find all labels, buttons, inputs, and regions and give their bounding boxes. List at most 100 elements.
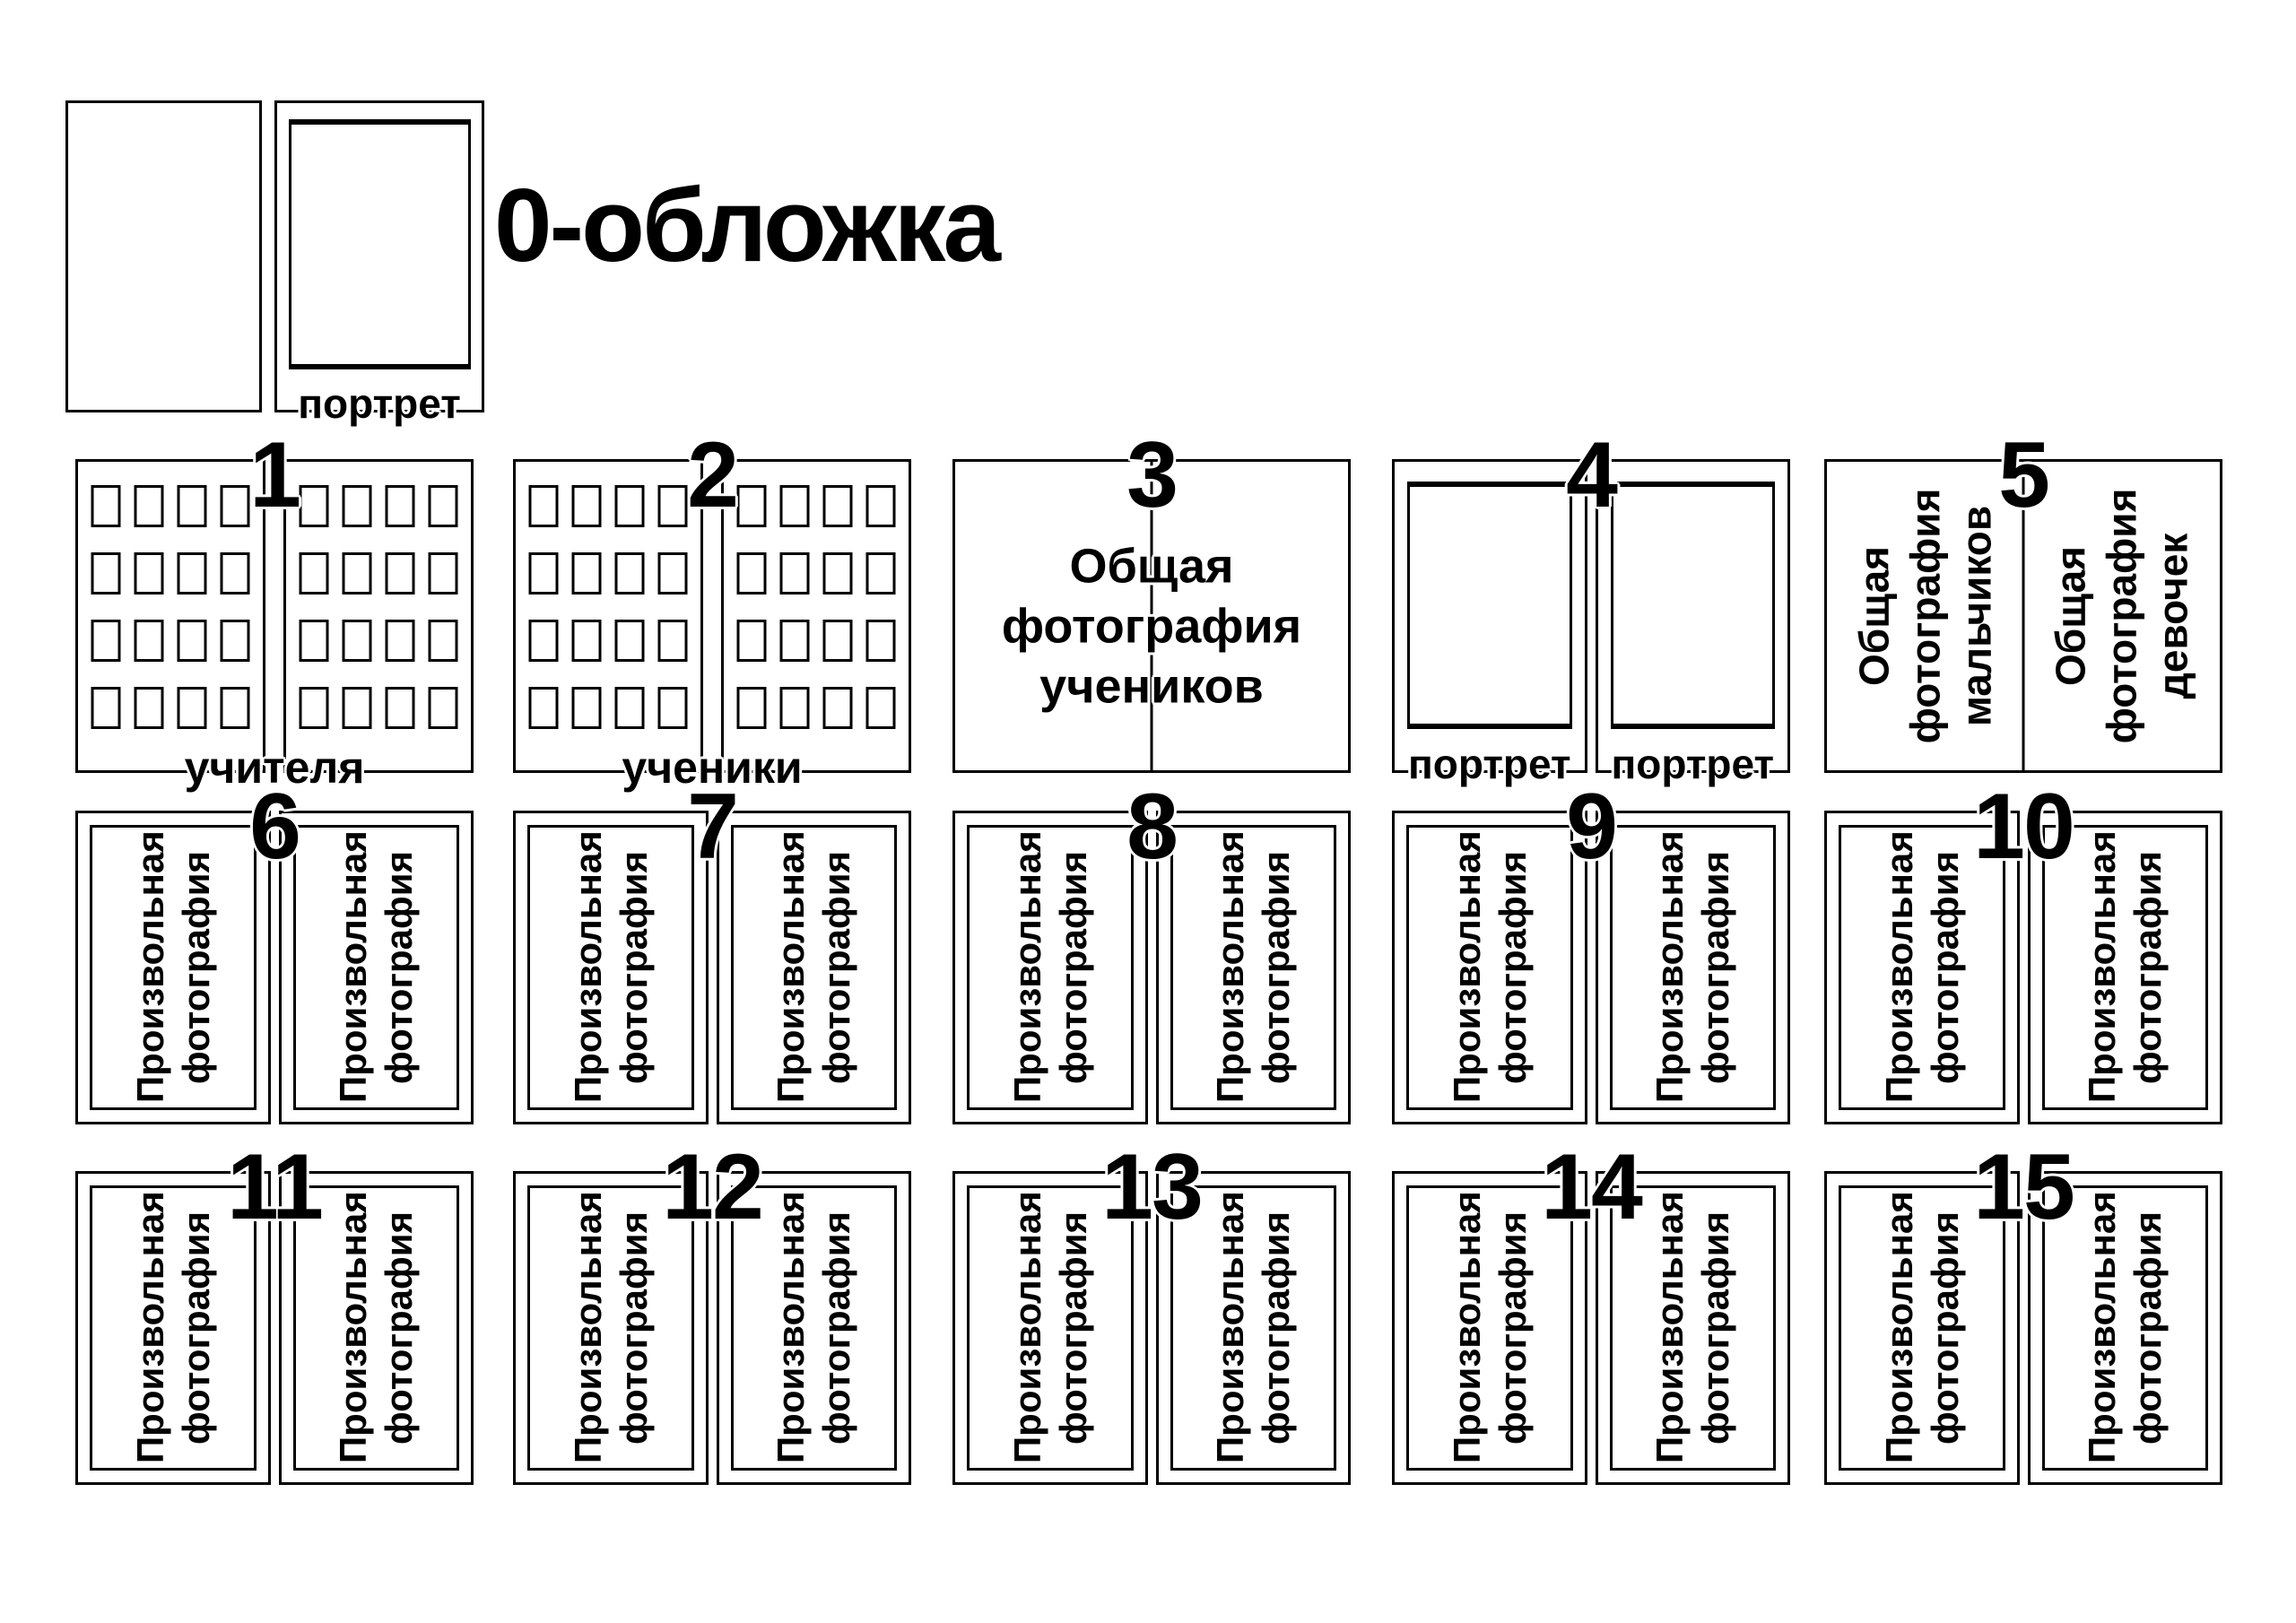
portrait-slot [385,620,415,662]
photo-label: Произвольная фотография [128,830,217,1103]
photo-frame: Произвольная фотография [1609,1185,1776,1471]
photo-label: Произвольная фотография [332,830,421,1103]
spread-book: портрет портрет [1392,459,1790,785]
photo-frame: Произвольная фотография [527,825,694,1110]
photo-frame: Произвольная фотография [730,825,897,1110]
portrait-caption: портрет [1611,741,1774,787]
spread-caption: ученики [622,742,803,793]
portrait-slot [91,620,121,662]
spread-book [513,459,911,773]
cover-title: 0-обложка [494,167,1001,283]
page-right: Произвольная фотография [1595,811,1790,1124]
page-right: Произвольная фотография [716,1171,911,1485]
portrait-slot [177,485,207,527]
spread-book: Произвольная фотография Произвольная фото… [1392,1171,1790,1485]
page-right: Произвольная фотография [278,1171,474,1485]
photo-frame: Произвольная фотография [90,825,257,1110]
photo-frame: Произвольная фотография [1839,825,2005,1110]
photo-frame: Произвольная фотография [527,1185,694,1471]
photo-label: Произвольная фотография [1005,1191,1094,1463]
portrait-slot [528,620,559,662]
photo-frame: Произвольная фотография [967,825,1134,1110]
portrait-slot [385,485,415,527]
page-left: Произвольная фотография [513,1171,709,1485]
portrait-slot [614,620,645,662]
spread-caption: учителя [184,742,365,793]
page-left: Произвольная фотография [952,811,1148,1124]
portrait-thumbnail-grid [299,485,458,729]
portrait-thumbnail-grid [91,485,250,729]
portrait-slot [736,552,767,595]
group-photo-label: Общая фотография мальчиков [1850,488,1999,744]
portrait-caption: портрет [298,380,461,427]
photo-label: Произвольная фотография [566,830,655,1103]
portrait-slot [528,552,559,595]
photo-frame: Произвольная фотография [2041,825,2208,1110]
portrait-slot [91,485,121,527]
spread-book: Произвольная фотография Произвольная фото… [952,811,1351,1124]
cover-page-right: портрет [274,100,484,424]
portrait-frame [1610,482,1775,729]
portrait-slot [528,485,559,527]
portrait-slot [865,687,896,729]
page-left: Произвольная фотография [952,1171,1148,1485]
photo-label: Произвольная фотография [1005,830,1094,1103]
portrait-slot [736,687,767,729]
portrait-slot [657,620,688,662]
portrait-slot [220,620,250,662]
portrait-slot [428,620,458,662]
photo-frame: Произвольная фотография [967,1185,1134,1471]
portrait-slot [220,485,250,527]
portrait-slot [736,485,767,527]
portrait-slot [614,552,645,595]
portrait-slot [220,552,250,595]
photo-label: Произвольная фотография [1445,830,1534,1103]
page-right [283,459,474,773]
photo-frame: Произвольная фотография [1839,1185,2005,1471]
portrait-slot [299,485,329,527]
portrait-slot [571,552,602,595]
portrait-caption: портрет [1407,741,1571,787]
portrait-slot [177,620,207,662]
portrait-slot [134,620,164,662]
portrait-slot [865,552,896,595]
portrait-slot [342,620,372,662]
photo-label: Произвольная фотография [1445,1191,1534,1463]
page-right: Произвольная фотография [1155,811,1351,1124]
photo-frame: Произвольная фотография [730,1185,897,1471]
portrait-slot [342,485,372,527]
cover-page-left [65,100,262,412]
page-right: Произвольная фотография [2027,1171,2222,1485]
portrait-frame [1407,482,1572,729]
photo-frame: Произвольная фотография [1406,1185,1573,1471]
portrait-slot [614,687,645,729]
portrait-slot [571,687,602,729]
photo-label: Произвольная фотография [1648,1191,1737,1463]
portrait-thumbnail-grid [736,485,896,729]
spread-spine [1150,462,1153,770]
portrait-slot [528,687,559,729]
portrait-slot [865,485,896,527]
portrait-slot [385,687,415,729]
page-right: Произвольная фотография [1595,1171,1790,1485]
photo-label: Произвольная фотография [1877,830,1966,1103]
page-left: портрет [1392,459,1587,785]
portrait-slot [385,552,415,595]
spread-book: Произвольная фотография Произвольная фото… [75,811,474,1124]
photo-frame: Произвольная фотография [1609,825,1776,1110]
portrait-slot [822,552,853,595]
portrait-slot [342,687,372,729]
page-right: Общая фотография девочек [2023,462,2220,770]
portrait-slot [779,485,810,527]
photo-frame: Произвольная фотография [292,825,459,1110]
